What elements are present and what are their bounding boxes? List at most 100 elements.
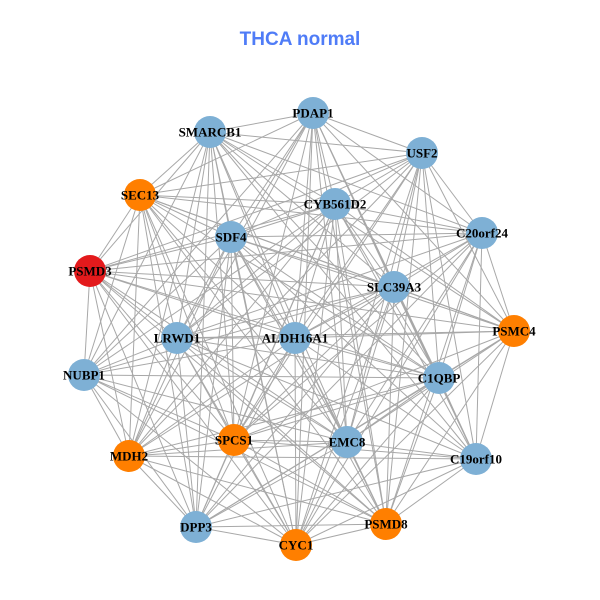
- node-circle[interactable]: [68, 359, 100, 391]
- edge-PDAP1-LRWD1: [176, 112, 314, 339]
- node-circle[interactable]: [319, 188, 351, 220]
- edge-SEC13-SDF4: [139, 194, 232, 238]
- node-circle[interactable]: [124, 179, 156, 211]
- node-ALDH16A1[interactable]: ALDH16A1: [262, 322, 328, 354]
- edge-SEC13-CYC1: [139, 194, 297, 546]
- edge-C1QBP-MDH2: [128, 377, 440, 457]
- edge-SLC39A3-NUBP1: [83, 286, 395, 376]
- edge-SDF4-C1QBP: [230, 236, 440, 379]
- node-DPP3[interactable]: DPP3: [180, 511, 212, 543]
- node-circle[interactable]: [460, 443, 492, 475]
- node-circle[interactable]: [406, 137, 438, 169]
- edge-PDAP1-MDH2: [128, 112, 314, 457]
- edge-PSMD3-SLC39A3: [89, 270, 395, 288]
- edge-LRWD1-C19orf10: [176, 337, 477, 460]
- node-SMARCB1[interactable]: SMARCB1: [179, 116, 242, 148]
- edge-USF2-LRWD1: [176, 152, 423, 339]
- edge-SEC13-CYB561D2: [139, 194, 336, 205]
- edge-USF2-C19orf10: [421, 152, 477, 460]
- node-PSMD8[interactable]: PSMD8: [364, 508, 408, 540]
- edge-PSMD3-EMC8: [89, 270, 348, 443]
- node-circle[interactable]: [370, 508, 402, 540]
- node-circle[interactable]: [74, 255, 106, 287]
- edge-SMARCB1-PSMC4: [209, 131, 515, 332]
- node-label: ALDH16A1: [262, 331, 328, 346]
- node-label: NUBP1: [63, 368, 105, 383]
- node-C1QBP[interactable]: C1QBP: [418, 362, 461, 394]
- node-label: SEC13: [121, 188, 160, 203]
- node-circle[interactable]: [423, 362, 455, 394]
- node-circle[interactable]: [297, 97, 329, 129]
- node-CYB561D2[interactable]: CYB561D2: [304, 188, 367, 220]
- node-SEC13[interactable]: SEC13: [121, 179, 160, 211]
- node-circle[interactable]: [280, 529, 312, 561]
- node-circle[interactable]: [279, 322, 311, 354]
- node-SDF4[interactable]: SDF4: [215, 221, 247, 253]
- edge-PSMD3-NUBP1: [83, 270, 91, 376]
- edge-C20orf24-C1QBP: [438, 232, 483, 379]
- edge-PDAP1-EMC8: [312, 112, 348, 443]
- edge-SMARCB1-C1QBP: [209, 131, 440, 379]
- node-SLC39A3[interactable]: SLC39A3: [367, 271, 422, 303]
- node-PSMC4[interactable]: PSMC4: [492, 315, 536, 347]
- edge-EMC8-C19orf10: [346, 441, 477, 460]
- node-circle[interactable]: [498, 315, 530, 347]
- edge-SDF4-C19orf10: [230, 236, 477, 460]
- node-NUBP1[interactable]: NUBP1: [63, 359, 105, 391]
- node-C20orf24[interactable]: C20orf24: [456, 217, 508, 249]
- node-circle[interactable]: [161, 322, 193, 354]
- edge-EMC8-DPP3: [195, 441, 348, 528]
- edge-C20orf24-CYC1: [295, 232, 483, 546]
- node-label: PSMD3: [68, 264, 112, 279]
- node-EMC8[interactable]: EMC8: [329, 426, 366, 458]
- edge-SMARCB1-SLC39A3: [209, 131, 395, 288]
- edge-C19orf10-CYC1: [295, 458, 477, 546]
- node-circle[interactable]: [378, 271, 410, 303]
- edge-CYB561D2-PSMD8: [334, 203, 387, 525]
- edge-NUBP1-C1QBP: [83, 374, 440, 379]
- edge-C19orf10-DPP3: [195, 458, 477, 528]
- node-circle[interactable]: [194, 116, 226, 148]
- edge-USF2-C20orf24: [421, 152, 483, 234]
- edge-SEC13-LRWD1: [139, 194, 178, 339]
- edge-SDF4-C20orf24: [230, 232, 483, 238]
- node-SPCS1[interactable]: SPCS1: [215, 424, 253, 456]
- node-circle[interactable]: [180, 511, 212, 543]
- edge-PDAP1-SMARCB1: [209, 112, 314, 133]
- node-LRWD1[interactable]: LRWD1: [154, 322, 201, 354]
- node-circle[interactable]: [113, 440, 145, 472]
- edge-C20orf24-PSMC4: [481, 232, 515, 332]
- edge-PSMD3-DPP3: [89, 270, 197, 528]
- node-circle[interactable]: [218, 424, 250, 456]
- edge-C1QBP-EMC8: [346, 377, 440, 443]
- edge-PSMD3-SPCS1: [89, 270, 235, 441]
- node-circle[interactable]: [466, 217, 498, 249]
- edge-C20orf24-EMC8: [346, 232, 483, 443]
- edge-CYB561D2-C20orf24: [334, 203, 483, 234]
- node-label: CYC1: [279, 538, 314, 553]
- edge-SMARCB1-NUBP1: [83, 131, 211, 376]
- edge-PSMC4-PSMD8: [385, 330, 515, 525]
- edge-PSMC4-SPCS1: [233, 330, 515, 441]
- node-PDAP1[interactable]: PDAP1: [292, 97, 334, 129]
- edge-PSMD3-CYC1: [89, 270, 297, 546]
- node-C19orf10[interactable]: C19orf10: [450, 443, 502, 475]
- node-PSMD3[interactable]: PSMD3: [68, 255, 112, 287]
- edge-EMC8-CYC1: [295, 441, 348, 546]
- edge-SLC39A3-SPCS1: [233, 286, 395, 441]
- node-USF2[interactable]: USF2: [406, 137, 438, 169]
- node-MDH2[interactable]: MDH2: [110, 440, 148, 472]
- edge-NUBP1-CYC1: [83, 374, 297, 546]
- edge-LRWD1-C1QBP: [176, 337, 440, 379]
- node-label: SLC39A3: [367, 280, 422, 295]
- edge-PSMD3-ALDH16A1: [89, 270, 296, 339]
- node-circle[interactable]: [331, 426, 363, 458]
- edge-CYB561D2-CYC1: [295, 203, 336, 546]
- node-CYC1[interactable]: CYC1: [279, 529, 314, 561]
- edge-C20orf24-SLC39A3: [393, 232, 483, 288]
- node-circle[interactable]: [215, 221, 247, 253]
- edge-ALDH16A1-NUBP1: [83, 337, 296, 376]
- edge-CYB561D2-SDF4: [230, 203, 336, 238]
- edge-SDF4-PSMD3: [89, 236, 232, 272]
- edge-ALDH16A1-SPCS1: [233, 337, 296, 441]
